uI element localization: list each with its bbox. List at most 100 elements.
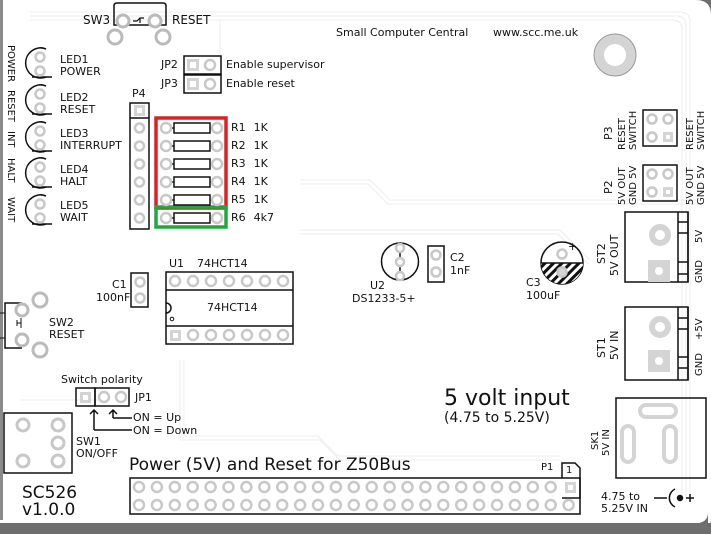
led1-name: POWER bbox=[60, 65, 101, 78]
p1-pin bbox=[508, 480, 522, 494]
led3-ref: LED3 bbox=[60, 127, 89, 140]
u1-pin bbox=[240, 328, 254, 342]
c2-ref: C2 bbox=[450, 251, 465, 264]
p1-pin bbox=[437, 480, 450, 494]
resistor-r4 bbox=[159, 175, 224, 189]
st1-pin2: GND bbox=[694, 353, 705, 376]
p1-pin bbox=[150, 480, 164, 494]
resistor-value: 1K bbox=[253, 121, 268, 134]
u1-pin bbox=[186, 274, 200, 288]
led-pad bbox=[34, 212, 46, 224]
resistor-ref: R3 bbox=[231, 157, 246, 170]
p3-left-label: RESET SWITCH bbox=[617, 110, 639, 150]
p2-left-line1: 5V OUT bbox=[617, 167, 628, 205]
website-label: www.scc.me.uk bbox=[493, 26, 579, 39]
resistor-pad bbox=[210, 175, 224, 189]
p1-pin bbox=[490, 480, 504, 494]
sw1-switch bbox=[3, 412, 73, 474]
resistor-ref: R1 bbox=[231, 121, 246, 134]
sw1-name: ON/OFF bbox=[76, 447, 118, 460]
resistor-value: 4k7 bbox=[253, 211, 275, 224]
p1-pin bbox=[329, 480, 343, 494]
p1-pin bbox=[275, 498, 289, 512]
u1-pin bbox=[240, 274, 254, 288]
p1-pin bbox=[508, 498, 522, 512]
p1-pin1-label: 1 bbox=[566, 465, 573, 476]
resistor-r1 bbox=[159, 121, 224, 135]
p1-pin bbox=[311, 498, 325, 512]
p1-pin bbox=[347, 480, 361, 494]
p1-pin bbox=[401, 498, 414, 512]
jp2-label: Enable supervisor bbox=[226, 58, 325, 71]
c1-ref: C1 bbox=[112, 278, 127, 291]
led2-ref: LED2 bbox=[60, 91, 89, 104]
p1-pin bbox=[454, 480, 468, 494]
p1-pin bbox=[186, 498, 199, 512]
p3-ref: P3 bbox=[602, 126, 615, 140]
p1-pin bbox=[562, 498, 575, 512]
p1-pin bbox=[347, 498, 361, 512]
edge-label-int: INT bbox=[5, 131, 16, 148]
st2-ref: ST2 bbox=[595, 243, 608, 264]
resistor-r2 bbox=[159, 139, 224, 153]
p1-pin bbox=[222, 498, 235, 512]
resistor-pad bbox=[210, 139, 224, 153]
p1-ref: P1 bbox=[541, 462, 554, 473]
u1-part: 74HCT14 bbox=[197, 257, 248, 270]
c2-capacitor bbox=[427, 245, 445, 283]
edge-label-wait: WAIT bbox=[5, 197, 16, 223]
p1-pin bbox=[293, 498, 307, 512]
p1-pin bbox=[168, 480, 182, 494]
jp2-jumper bbox=[183, 55, 222, 75]
sk1-ref: SK1 bbox=[590, 430, 601, 450]
p1-pin bbox=[365, 498, 378, 512]
u2-part: DS1233-5+ bbox=[352, 292, 416, 305]
st1-terminal bbox=[624, 306, 689, 381]
led4-ref: LED4 bbox=[60, 163, 89, 176]
p2-header bbox=[642, 164, 678, 202]
sk1-label: 5V IN bbox=[601, 429, 612, 456]
jp1-option-down: ON = Down bbox=[133, 424, 198, 437]
edge-label-power: POWER bbox=[5, 45, 16, 83]
p1-pin bbox=[222, 480, 235, 494]
resistor-pad bbox=[159, 157, 173, 171]
led-4 bbox=[24, 157, 52, 189]
led-2 bbox=[24, 84, 52, 116]
p4-pin bbox=[133, 140, 146, 152]
resistor-pad bbox=[159, 121, 173, 135]
p4-pin bbox=[133, 176, 146, 188]
led-pad bbox=[34, 51, 46, 63]
p1-pin bbox=[293, 480, 307, 494]
p1-pin bbox=[186, 480, 199, 494]
jp1-ref: JP1 bbox=[135, 391, 152, 404]
led-pad bbox=[34, 102, 46, 114]
p2-ref: P2 bbox=[602, 180, 615, 194]
p1-pin bbox=[258, 480, 271, 494]
p3-right-label: RESET SWITCH bbox=[685, 110, 707, 150]
resistor-pad bbox=[159, 175, 173, 189]
st2-terminal bbox=[624, 211, 689, 283]
resistor-r6 bbox=[159, 211, 224, 225]
u1-ref: U1 bbox=[169, 257, 185, 270]
p1-pin bbox=[383, 480, 396, 494]
resistor-label: R1 1K bbox=[231, 122, 268, 134]
resistor-value: 1K bbox=[253, 175, 268, 188]
p4-pin bbox=[133, 158, 146, 170]
board-name: SC526 bbox=[22, 483, 78, 503]
sw3-label: RESET bbox=[172, 13, 211, 27]
p3-header bbox=[642, 109, 678, 147]
sw2-name: RESET bbox=[49, 328, 85, 341]
resistor-value: 1K bbox=[253, 139, 268, 152]
st2-label: 5V OUT bbox=[608, 234, 621, 276]
sw2-ref: SW2 bbox=[49, 316, 74, 329]
p1-pin bbox=[419, 498, 432, 512]
sk1-dc-jack bbox=[615, 397, 707, 479]
st2-pin2: GND bbox=[694, 260, 705, 283]
